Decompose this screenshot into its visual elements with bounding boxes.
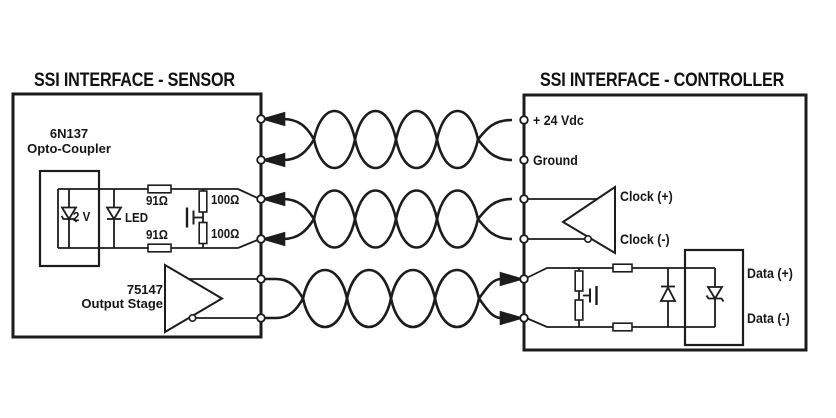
controller-termination-capacitor	[583, 286, 598, 305]
sensor-clock-input-wires	[57, 188, 258, 249]
driver-part-label: 75147	[126, 281, 163, 297]
terminal-circles	[256, 114, 529, 323]
sensor-terminal-clock-p	[256, 194, 266, 204]
resistor-100-top-label: 100Ω	[210, 192, 239, 207]
sensor-terminal-power	[256, 114, 266, 124]
controller-terminal-power	[519, 115, 529, 125]
resistor-91-top-label: 91Ω	[146, 193, 169, 208]
sensor-terminal-data-p	[256, 274, 266, 284]
controller-terminal-data-n	[519, 313, 529, 323]
opto-name-label: Opto-Coupler	[27, 140, 111, 156]
arrow-right-data-top	[499, 271, 525, 287]
sensor-title: SSI INTERFACE - SENSOR	[34, 70, 235, 91]
controller-data-receiver	[527, 248, 745, 347]
sensor-terminal-ground	[256, 155, 266, 165]
pin-clock-n-label: Clock (-)	[620, 231, 670, 247]
input-stage-box	[683, 248, 745, 347]
pin-data-n-label: Data (-)	[747, 310, 790, 326]
controller-terminal-clock-p	[519, 194, 529, 204]
controller-title: SSI INTERFACE - CONTROLLER	[540, 70, 785, 91]
sensor-terminal-data-n	[256, 313, 266, 323]
input-zener-diode	[705, 268, 725, 327]
inverting-output-bubble	[188, 313, 197, 322]
arrow-right-data-bottom	[499, 310, 525, 326]
controller-terminal-data-p	[519, 274, 529, 284]
sensor-termination-capacitor	[185, 207, 203, 228]
resistor-term-top	[574, 270, 584, 292]
arrow-left-clock-top	[260, 191, 286, 207]
zener-voltage-label: 2 V	[73, 210, 91, 224]
resistor-term-bottom	[574, 299, 584, 321]
led-diode	[105, 189, 123, 248]
resistor-100-bottom-label: 100Ω	[210, 226, 239, 241]
zener-diode-2v	[60, 189, 78, 248]
sensor-terminal-clock-n	[256, 234, 266, 244]
pin-data-p-label: Data (+)	[747, 265, 793, 281]
driver-75147-triangle	[164, 263, 257, 334]
resistor-91-bottom-label: 91Ω	[146, 227, 169, 242]
driver-name-label: Output Stage	[81, 295, 163, 311]
twisted-pair-power	[260, 109, 513, 170]
controller-box	[522, 93, 808, 352]
arrow-left-power-top	[260, 111, 286, 127]
arrow-left-clock-bottom	[260, 231, 286, 247]
resistor-data-top	[612, 263, 633, 273]
protection-diode	[659, 268, 677, 327]
twisted-pair-clock	[260, 189, 513, 249]
controller-terminal-clock-n	[519, 234, 529, 244]
twisted-pair-data	[264, 268, 525, 329]
pin-power-label: + 24 Vdc	[533, 112, 584, 128]
led-label: LED	[124, 210, 148, 225]
sensor-termination-network	[185, 189, 208, 248]
inverting-input-bubble	[583, 235, 592, 244]
arrow-left-power-bottom	[260, 152, 286, 168]
opto-coupler-box	[38, 169, 101, 268]
opto-part-label: 6N137	[49, 126, 89, 141]
pin-ground-label: Ground	[533, 152, 578, 168]
pin-clock-p-label: Clock (+)	[620, 189, 673, 204]
resistor-100-top	[198, 190, 208, 213]
clock-driver-triangle	[527, 185, 616, 255]
resistor-data-bottom	[612, 322, 633, 332]
resistor-91-bottom	[147, 243, 172, 253]
resistor-91-top	[147, 184, 172, 194]
sensor-box	[11, 92, 263, 339]
controller-terminal-ground	[519, 155, 529, 165]
resistor-100-bottom	[198, 221, 208, 245]
